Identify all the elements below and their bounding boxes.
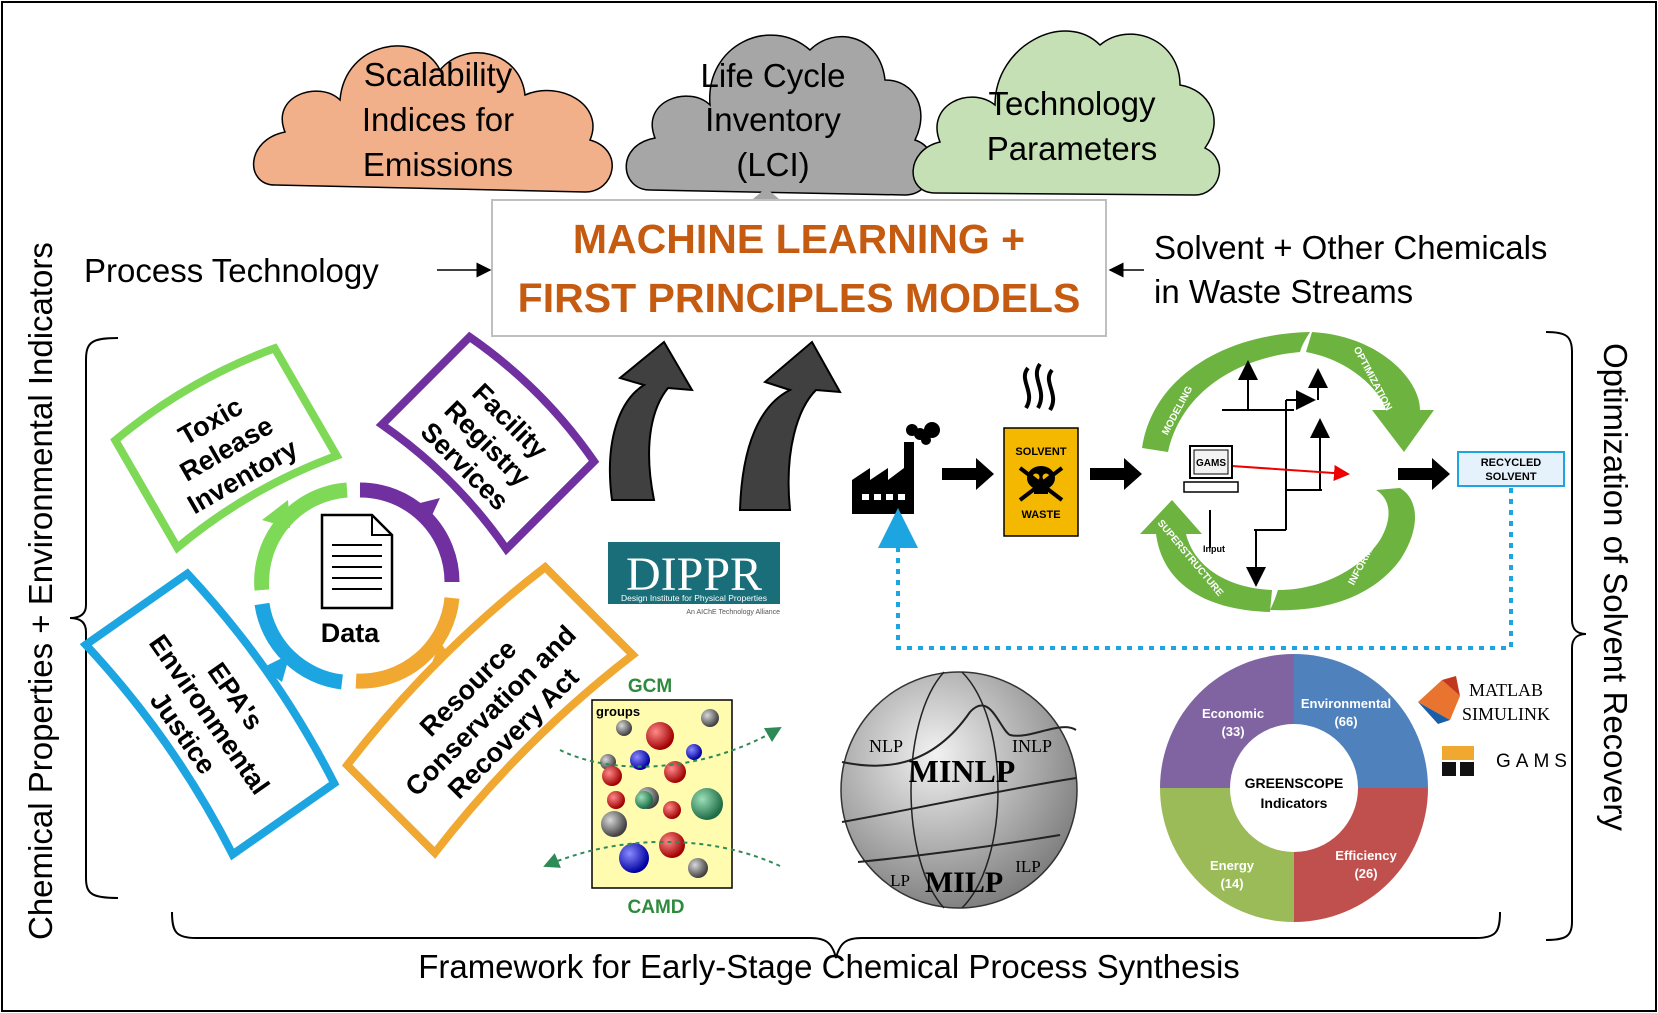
left-side-label: Chemical Properties + Environmental Indi… <box>22 242 59 940</box>
dippr-tagline: An AIChE Technology Alliance <box>686 609 780 616</box>
minlp-globe: NLP INLP MINLP MILP LP ILP <box>840 671 1078 909</box>
dippr-logo-text: DIPPR <box>626 548 762 601</box>
bottom-label: Framework for Early-Stage Chemical Proce… <box>418 948 1240 985</box>
cloud-technology: Technology Parameters <box>912 30 1221 196</box>
inlp-label: INLP <box>1012 736 1052 756</box>
segment-economic-name: Economic <box>1202 706 1264 721</box>
ml-box-line1: MACHINE LEARNING + <box>573 216 1025 262</box>
matlab-text: MATLAB <box>1469 680 1543 700</box>
right-side-label: Optimization of Solvent Recovery <box>1597 343 1634 831</box>
smoke-icon <box>1022 362 1056 412</box>
solvent-waste-bottom: WASTE <box>1021 509 1060 521</box>
cloud-lci-line2: Inventory <box>705 101 841 138</box>
solvent-chemicals-line2: in Waste Streams <box>1154 273 1413 310</box>
greenscope-center-line2: Indicators <box>1261 795 1328 811</box>
recycled-solvent-box: RECYCLED SOLVENT <box>1457 451 1565 487</box>
gams-block-icon <box>1442 746 1474 776</box>
cloud-scalability-line1: Scalability <box>364 56 513 93</box>
ml-box: MACHINE LEARNING + FIRST PRINCIPLES MODE… <box>491 199 1107 337</box>
cloud-lci: Life Cycle Inventory (LCI) <box>625 34 934 196</box>
right-bracket <box>1545 331 1587 941</box>
lp-label: LP <box>890 871 910 890</box>
milp-label: MILP <box>925 866 1003 899</box>
ml-box-line2: FIRST PRINCIPLES MODELS <box>518 275 1081 321</box>
solvent-waste-label: SOLVENT WASTE <box>1003 427 1079 537</box>
skull-icon <box>1018 466 1064 502</box>
gams-text: GAMS <box>1496 751 1572 772</box>
gams-screen-label: GAMS <box>1196 458 1226 469</box>
recycle-loop-arrow <box>878 488 1513 650</box>
segment-economic-count: (33) <box>1221 724 1244 739</box>
bottom-bracket <box>171 911 1501 959</box>
document-icon <box>320 513 394 610</box>
computer-icon: GAMS <box>1183 445 1239 493</box>
cloud-lci-line1: Life Cycle <box>701 57 846 94</box>
gcm-label: GCM <box>628 676 672 697</box>
greenscope-donut: GREENSCOPE Indicators Economic (33) Envi… <box>1160 654 1428 922</box>
arrow-to-recycled <box>1398 458 1450 490</box>
camd-label: CAMD <box>628 897 685 918</box>
recycled-line2: SOLVENT <box>1485 471 1536 483</box>
cloud-technology-line1: Technology <box>989 85 1156 122</box>
arrow-to-solvent-waste <box>942 458 994 490</box>
matlab-logo: MATLAB SIMULINK <box>1418 676 1550 724</box>
segment-energy-name: Energy <box>1210 858 1255 873</box>
segment-efficiency-count: (26) <box>1354 866 1377 881</box>
arrow-to-optimization <box>1090 458 1142 490</box>
input-label: Input <box>1203 544 1225 554</box>
curved-up-arrows <box>608 340 842 511</box>
tri-box: Toxic Release Inventory <box>110 343 343 554</box>
cloud-scalability-line2: Indices for <box>362 101 514 138</box>
factory-icon <box>852 422 940 514</box>
segment-energy-count: (14) <box>1220 876 1243 891</box>
solvent-waste-top: SOLVENT <box>1015 446 1066 458</box>
gcm-camd-panel: GCM groups CAMD <box>543 676 782 918</box>
greenscope-center-line1: GREENSCOPE <box>1245 775 1344 791</box>
ilp-label: ILP <box>1015 857 1041 876</box>
minlp-label: MINLP <box>909 753 1016 789</box>
simulink-text: SIMULINK <box>1462 704 1550 724</box>
gams-logo: GAMS <box>1442 746 1572 776</box>
groups-label: groups <box>596 704 640 719</box>
dippr-subtitle: Design Institute for Physical Properties <box>621 593 767 603</box>
matlab-membrane-icon <box>1418 676 1460 724</box>
solvent-chemicals-line1: Solvent + Other Chemicals <box>1154 229 1547 266</box>
data-label: Data <box>321 618 381 648</box>
left-bracket <box>69 337 119 899</box>
recycled-line1: RECYCLED <box>1481 457 1542 469</box>
dippr-logo: DIPPR Design Institute for Physical Prop… <box>608 542 780 616</box>
data-cycle: Data <box>254 482 460 690</box>
nlp-label: NLP <box>869 736 903 756</box>
process-technology-label: Process Technology <box>84 252 379 289</box>
segment-environmental-name: Environmental <box>1301 696 1391 711</box>
segment-environmental-count: (66) <box>1334 714 1357 729</box>
cloud-scalability: Scalability Indices for Emissions <box>252 45 613 193</box>
segment-efficiency-name: Efficiency <box>1335 848 1397 863</box>
cloud-technology-line2: Parameters <box>987 130 1158 167</box>
cloud-scalability-line3: Emissions <box>363 146 513 183</box>
cloud-lci-line3: (LCI) <box>736 146 809 183</box>
